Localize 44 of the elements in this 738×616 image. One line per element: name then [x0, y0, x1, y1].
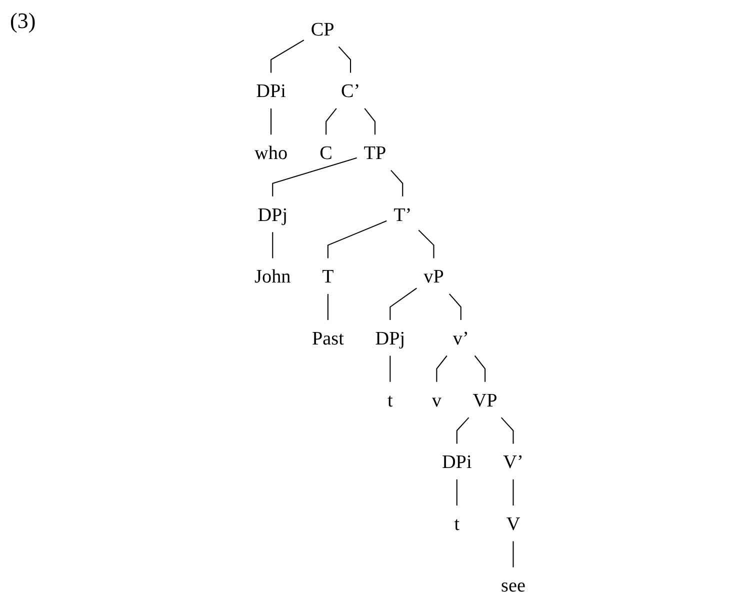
- connector: [390, 288, 417, 320]
- node-text: V: [506, 512, 520, 534]
- connector: [418, 230, 434, 258]
- connector: [500, 417, 514, 444]
- node-text: t: [454, 512, 460, 534]
- connector: [390, 170, 404, 196]
- connector: [364, 108, 376, 135]
- connector: [326, 108, 337, 135]
- connector: [327, 294, 328, 320]
- connector: [390, 356, 391, 382]
- node-text: Past: [312, 327, 344, 349]
- node-text: DPi: [442, 450, 472, 472]
- connector: [270, 108, 272, 135]
- connector: [338, 46, 352, 73]
- node-text: v’: [452, 327, 469, 349]
- node-text: John: [254, 265, 291, 287]
- node-text: vP: [424, 265, 444, 287]
- node-text: who: [254, 142, 288, 164]
- node-text: T’: [394, 203, 412, 226]
- connector: [272, 157, 357, 196]
- node-text: C’: [340, 80, 360, 102]
- node-text: C: [320, 142, 332, 164]
- connector: [456, 479, 458, 506]
- node-text: TP: [364, 142, 386, 164]
- node-text: VP: [472, 388, 498, 411]
- connector: [512, 479, 514, 506]
- node-text: v: [432, 388, 442, 411]
- connector: [512, 541, 514, 568]
- connector: [327, 220, 387, 258]
- connector: [456, 417, 470, 444]
- node-text: T: [322, 265, 334, 287]
- connector: [436, 355, 448, 382]
- example-number: (3): [10, 8, 36, 34]
- node-text: DPj: [375, 327, 406, 349]
- node-text: DPi: [256, 80, 286, 102]
- node-text: CP: [310, 18, 334, 40]
- connector: [270, 40, 304, 73]
- connector: [449, 294, 462, 320]
- node-text: V’: [503, 450, 524, 472]
- node-text: t: [387, 388, 393, 411]
- node-text: DPj: [258, 203, 288, 226]
- connector: [272, 232, 274, 258]
- node-text: see: [501, 574, 526, 596]
- connector: [474, 355, 486, 382]
